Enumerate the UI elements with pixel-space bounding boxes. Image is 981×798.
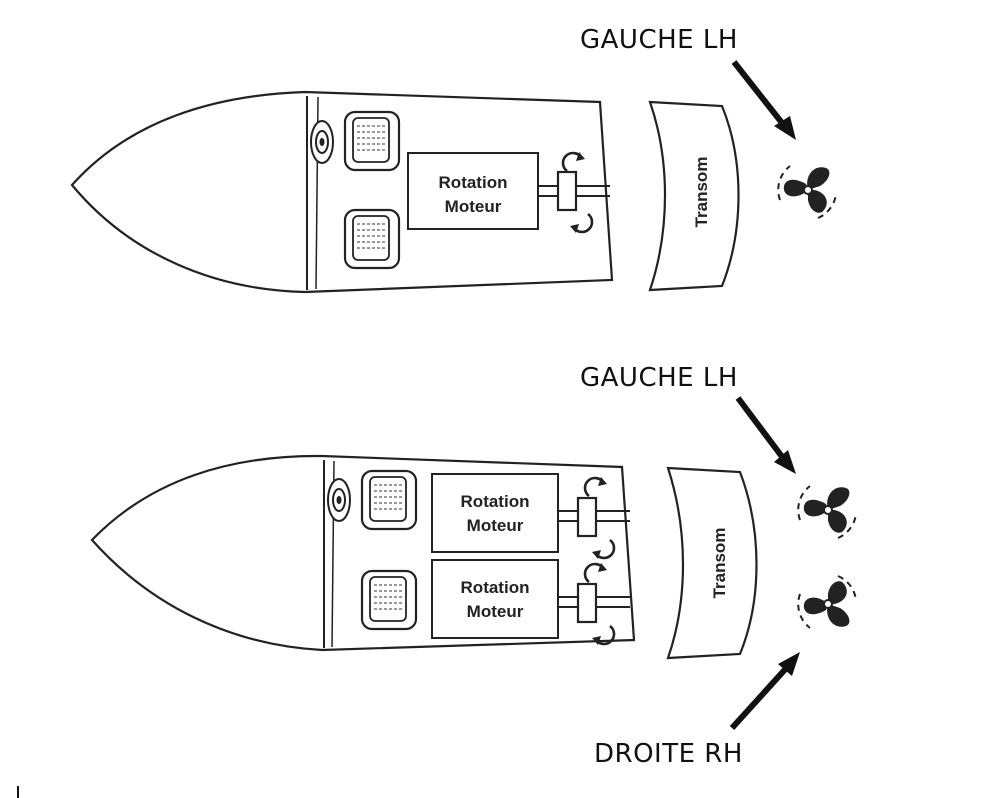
boat-hull (70, 90, 614, 294)
transom-label: Transom (710, 528, 729, 599)
engine-label-line2: Moteur (445, 197, 502, 216)
right-hand-arrow (729, 661, 793, 731)
left-hand-arrow (735, 396, 789, 464)
twin-engine-diagram: GAUCHE LH Rotation Moteur Rotation Moteu… (90, 363, 857, 769)
gearbox (576, 582, 598, 624)
engine-top-label-line2: Moteur (467, 516, 524, 535)
propeller-icon-left (797, 485, 857, 539)
propeller-icon-right (797, 575, 857, 629)
transom-panel (648, 100, 740, 292)
transom-label: Transom (692, 157, 711, 228)
seat-icon (360, 469, 418, 531)
single-engine-diagram: GAUCHE LH Rotation Moteur Transom (70, 25, 837, 294)
left-hand-label: GAUCHE LH (580, 363, 738, 393)
right-hand-arrow-head (778, 652, 800, 676)
seat-icon (343, 110, 401, 172)
seat-icon (343, 208, 401, 270)
engine-box-top (431, 473, 559, 553)
engine-box-bottom (431, 559, 559, 639)
left-hand-label: GAUCHE LH (580, 25, 738, 55)
engine-box (407, 152, 539, 230)
left-hand-arrow (731, 60, 789, 130)
engine-bottom-label-line2: Moteur (467, 602, 524, 621)
steering-wheel-icon (327, 478, 351, 522)
right-hand-label: DROITE RH (594, 739, 743, 769)
left-hand-arrow-head (774, 116, 796, 140)
gearbox (576, 496, 598, 538)
engine-bottom-label-line1: Rotation (461, 578, 530, 597)
seat-icon (360, 569, 418, 631)
left-hand-arrow-head (774, 450, 796, 474)
steering-wheel-icon (310, 120, 334, 164)
gearbox (556, 170, 578, 212)
transom-panel (666, 466, 758, 660)
engine-label-line1: Rotation (439, 173, 508, 192)
engine-top-label-line1: Rotation (461, 492, 530, 511)
propeller-icon (777, 165, 837, 219)
